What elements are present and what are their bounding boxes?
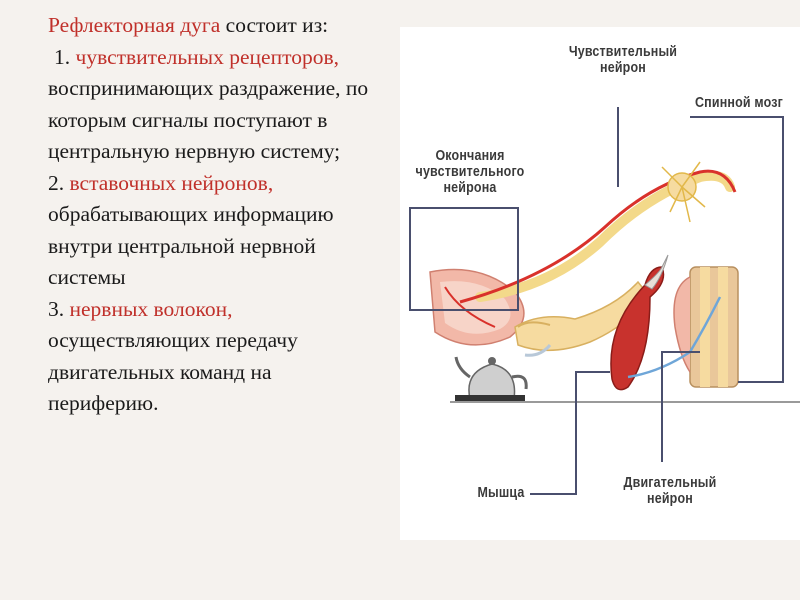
list-item-1: 1. чувствительных рецепторов, [48, 42, 378, 74]
reflex-arc-figure: Чувствительный нейрон Спинной мозг Оконч… [400, 27, 800, 540]
item-term: вставочных нейронов, [70, 171, 274, 195]
spinal-cord-label: Спинной мозг [687, 95, 792, 111]
item-desc-3: осуществляющих передачу двигательных ком… [48, 328, 298, 415]
intro-rest: состоит из: [226, 13, 328, 37]
item-number: 2. [48, 171, 64, 195]
motor-neuron-label: Двигательный нейрон [614, 475, 726, 507]
intro-term: Рефлекторная дуга [48, 13, 220, 37]
item-term: нервных волокон, [70, 297, 233, 321]
item-term: чувствительных рецепторов, [76, 45, 339, 69]
label-line: нейрона [410, 180, 530, 196]
item-desc-1: воспринимающих раздражение, по которым с… [48, 73, 378, 168]
endings-label: Окончания чувствительного нейрона [410, 148, 530, 196]
label-line: Мышца [471, 485, 531, 501]
label-line: нейрон [559, 60, 688, 76]
spinal-cord [674, 267, 738, 387]
sensory-neuron-label: Чувствительный нейрон [559, 44, 688, 76]
list-item-2: 2. вставочных нейронов, обрабатывающих и… [48, 168, 378, 294]
label-line: Двигательный [614, 475, 726, 491]
item-desc-2: обрабатывающих информацию внутри централ… [48, 202, 334, 289]
label-line: Спинной мозг [687, 95, 792, 111]
kettle-icon [455, 357, 526, 401]
text-panel: Рефлекторная дуга состоит из: 1. чувстви… [48, 10, 378, 420]
list-item-3: 3. нервных волокон, осуществляющих перед… [48, 294, 378, 420]
item-number: 1. [54, 45, 70, 69]
label-line: Чувствительный [559, 44, 688, 60]
item-number: 3. [48, 297, 64, 321]
label-line: Окончания [410, 148, 530, 164]
muscle-label: Мышца [471, 485, 531, 501]
intro-line: Рефлекторная дуга состоит из: [48, 10, 378, 42]
label-line: чувствительного [410, 164, 530, 180]
muscle-leader [530, 372, 610, 494]
skin-section [430, 270, 524, 345]
label-line: нейрон [614, 491, 726, 507]
